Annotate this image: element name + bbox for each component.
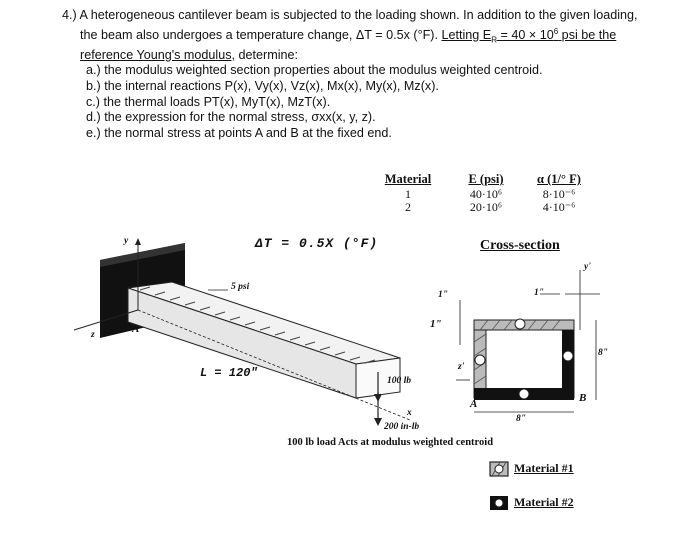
right-web-material-1 [562,330,574,398]
cross-section-point-b: B [579,392,587,404]
part-a: a.) the modulus weighted section propert… [86,63,543,78]
dim-inner: 1" [534,288,545,298]
dim-z-prime: z' [458,362,465,372]
point-load-label: 100 lb [387,376,412,386]
figure-caption: 100 lb load Acts at modulus weighted cen… [287,437,494,448]
z-axis-label: z [91,330,95,340]
material-header: Material [384,172,432,186]
legend-material-2: Material #2 [514,495,574,510]
problem-line-2-text: the beam also undergoes a temperature ch… [80,27,442,42]
modulus-column: E (psi) 40·10⁶ 20·10⁶ [456,172,516,214]
legend-material-2-label: Material #2 [514,495,574,509]
material-2-id: 2 [405,200,411,214]
alpha-header: α (1/° F) [537,172,581,186]
modulus-header: E (psi) [468,172,504,186]
distributed-load-label: 5 psi [231,282,250,292]
material-1-alpha: 8·10⁻⁶ [542,187,576,201]
problem-line-1: 4.) A heterogeneous cantilever beam is s… [62,8,638,22]
alpha-column: α (1/° F) 8·10⁻⁶ 4·10⁻⁶ [528,172,590,214]
temperature-change-label: ΔT = 0.5X (°F) [255,236,379,251]
x-axis-label: x [407,408,412,418]
material-column: Material 1 2 [378,172,438,214]
point-a-label: A [132,323,140,335]
cross-section-title: Cross-section [480,238,560,253]
part-b: b.) the internal reactions P(x), Vy(x), … [86,79,439,94]
part-e: e.) the normal stress at points A and B … [86,125,392,140]
cross-section-point-a: A [470,398,478,410]
dim-top: 1" [438,290,449,300]
material-1-modulus: 40·10⁶ [469,187,503,201]
material-2-alpha: 4·10⁻⁶ [542,200,576,214]
part-c: c.) the thermal loads PT(x), MyT(x), MzT… [86,94,331,109]
material-2-modulus: 20·10⁶ [469,200,503,214]
reference-modulus-text: Letting ER = 40 × 106 psi be the [441,26,617,45]
legend-material-1-label: Material #1 [514,461,574,475]
problem-statement: 4.) A heterogeneous cantilever beam is s… [62,8,662,141]
y-axis-label: y [124,236,129,246]
legend-material-1: Material #1 [514,461,574,476]
problem-line-3: reference Young's modulus, determine: [80,47,299,62]
moment-label: 200 in-lb [384,422,420,432]
dim-y-prime: y' [584,262,591,272]
cross-section [456,270,600,413]
problem-line-2: the beam also undergoes a temperature ch… [62,24,662,48]
part-d: d.) the expression for the normal stress… [86,110,376,125]
dim-left: 1" [430,318,442,330]
distributed-load-marks [139,286,376,364]
dim-bottom: 8" [516,414,527,424]
z-axis [73,309,139,331]
material-1-id: 1 [405,187,411,201]
x-axis [137,309,411,421]
dim-right: 8" [598,348,609,358]
length-label: L = 120" [200,366,258,380]
